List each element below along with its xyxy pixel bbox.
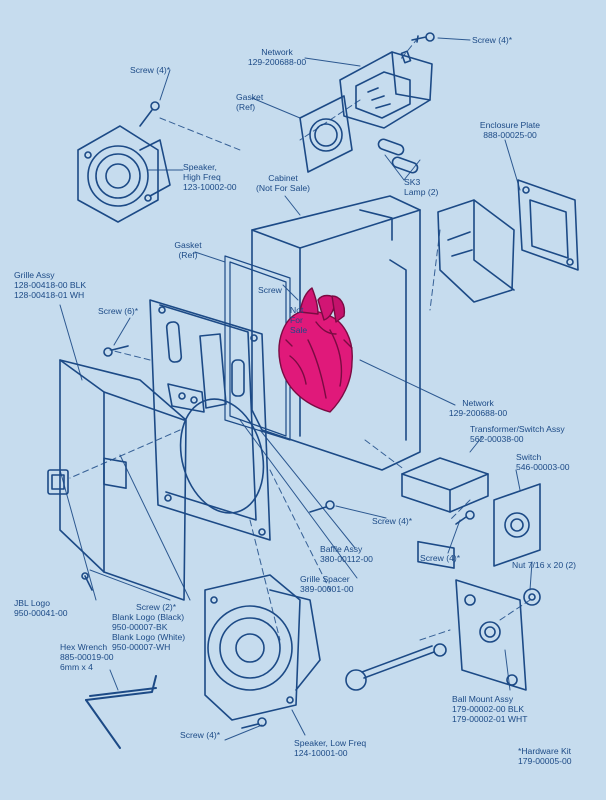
label-transformer: Transformer/Switch Assy 562-00038-00 — [470, 424, 565, 444]
nut-part — [523, 588, 541, 606]
label-ball-mount: Ball Mount Assy 179-00002-00 BLK 179-000… — [452, 694, 528, 724]
label-screw-cabinet: Screw — [258, 285, 282, 295]
screw-top-right — [411, 32, 435, 43]
label-screw-2: Screw (2)* — [136, 602, 177, 612]
label-not-for-sale: Not For Sale — [290, 305, 308, 335]
label-screw-top-right: Screw (4)* — [472, 35, 513, 45]
label-network-mid: Network 129-200688-00 — [448, 398, 508, 418]
label-screw-bottom: Screw (4)* — [180, 730, 221, 740]
screw-mid — [309, 500, 335, 513]
gasket-left — [224, 255, 291, 441]
label-screw-switch: Screw (4)* — [420, 553, 461, 563]
label-gasket-top: Gasket (Ref) — [236, 92, 264, 112]
label-speaker-low: Speaker, Low Freq 124-10001-00 — [294, 738, 367, 758]
speaker-high-freq — [77, 125, 171, 223]
label-network-top: Network 129-200688-00 — [247, 47, 307, 67]
label-enclosure-plate: Enclosure Plate 888-00025-00 — [479, 120, 541, 140]
label-gasket-left: Gasket (Ref) — [174, 240, 202, 260]
label-baffle: Baffle Assy 380-00112-00 — [320, 544, 373, 564]
grille-assy — [59, 359, 187, 601]
screw-bottom — [241, 717, 267, 729]
label-nut: Nut 7/16 x 20 (2) — [512, 560, 577, 570]
screw-top-left — [139, 101, 160, 127]
label-speaker-high: Speaker, High Freq 123-10002-00 — [183, 162, 237, 192]
screw-2 — [81, 572, 93, 591]
label-screw-top-left: Screw (4)* — [130, 65, 171, 75]
baffle-assy — [149, 299, 271, 541]
screw-6 — [103, 345, 129, 357]
label-sk3-lamp: SK3 Lamp (2) — [404, 177, 439, 197]
label-cabinet: Cabinet (Not For Sale) — [256, 173, 310, 193]
jbl-logo-part — [47, 469, 69, 495]
screw-switch — [455, 510, 475, 525]
label-blank-logo: Blank Logo (Black) 950-00007-BK Blank Lo… — [112, 612, 186, 652]
label-hex-wrench: Hex Wrench 885-00019-00 6mm x 4 — [60, 642, 114, 672]
gasket-top — [299, 95, 353, 173]
label-screw-mid: Screw (4)* — [372, 516, 413, 526]
enclosure-plate — [437, 179, 579, 303]
hex-wrench — [85, 675, 157, 749]
label-jbl-logo: JBL Logo 950-00041-00 — [14, 598, 68, 618]
sk3-lamps — [377, 138, 419, 174]
label-grille-assy: Grille Assy 128-00418-00 BLK 128-00418-0… — [14, 270, 87, 300]
transformer-switch-assy — [401, 457, 489, 569]
grille-spacer — [167, 383, 205, 413]
heart-overlay — [278, 287, 353, 413]
label-hardware-kit: *Hardware Kit 179-00005-00 — [518, 746, 572, 766]
network-top-part — [339, 50, 433, 129]
label-grille-spacer: Grille Spacer 389-00001-00 — [300, 574, 354, 594]
switch-part — [493, 483, 541, 567]
label-switch: Switch 546-00003-00 — [516, 452, 570, 472]
label-screw-6: Screw (6)* — [98, 306, 139, 316]
ball-mount-assy — [345, 579, 527, 691]
speaker-low-freq — [204, 574, 321, 721]
